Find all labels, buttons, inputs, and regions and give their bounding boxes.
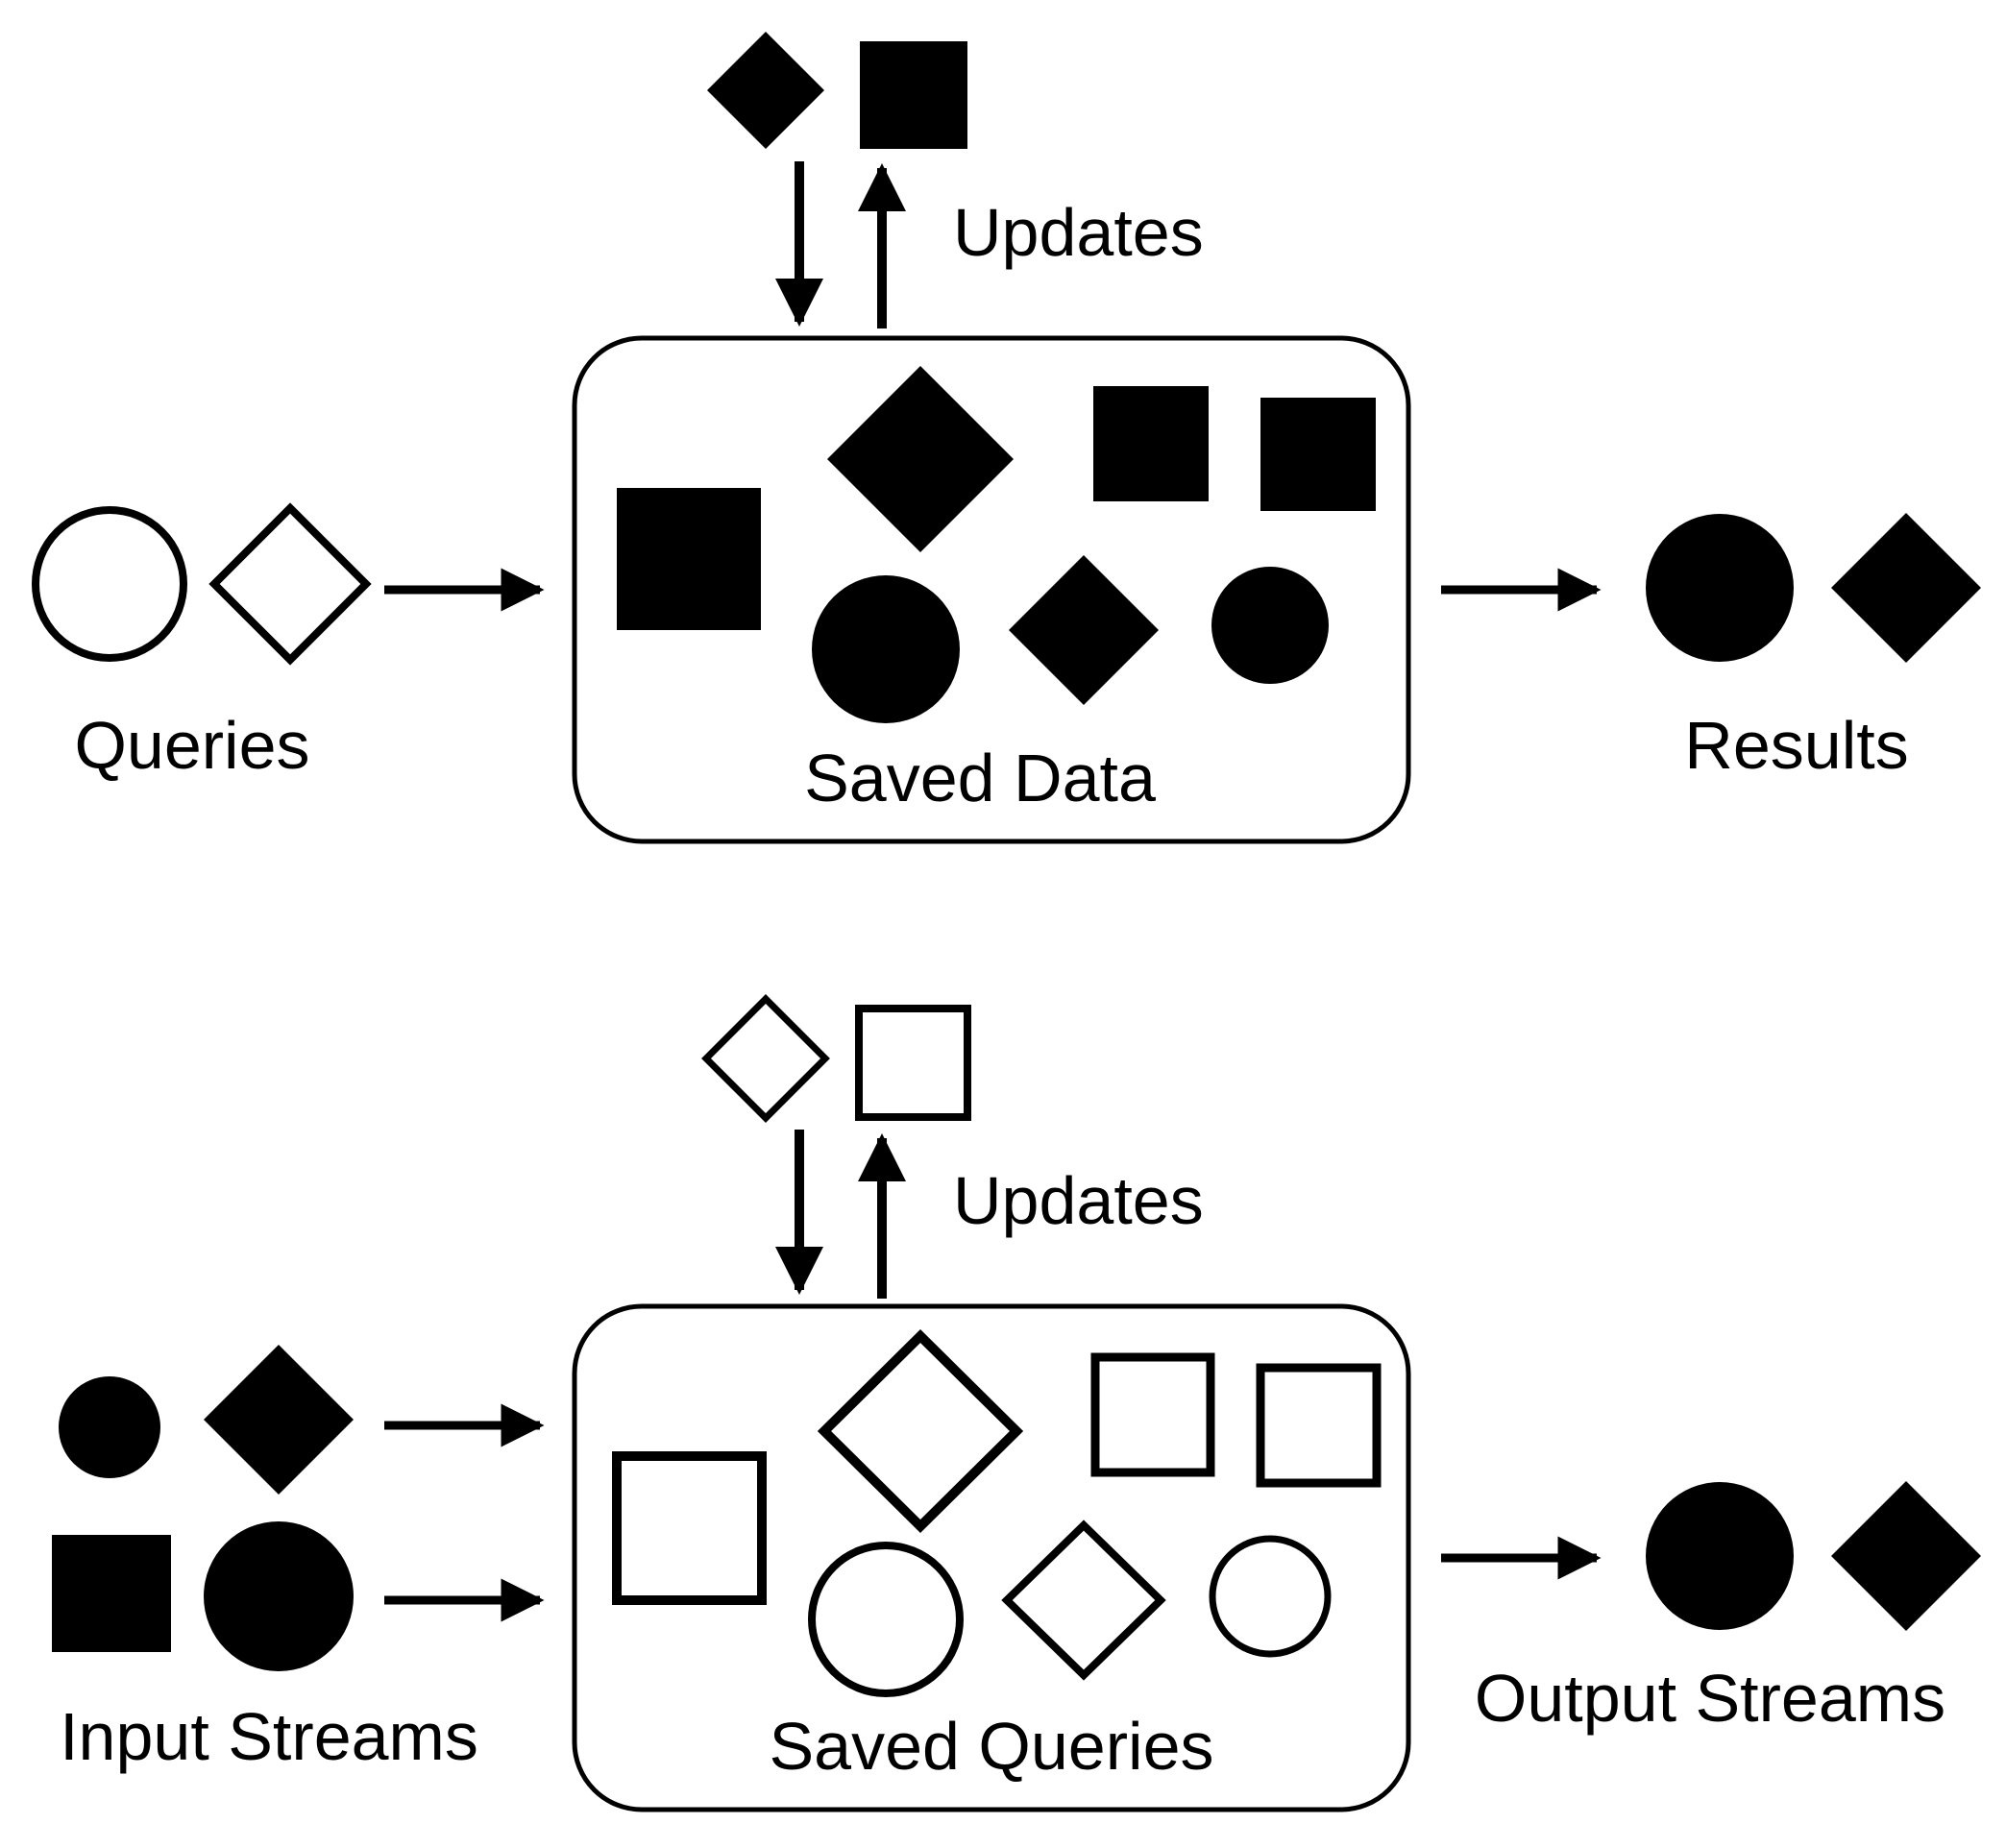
bottom-store-diamond-large bbox=[817, 1328, 1024, 1534]
bottom-output-label: Output Streams bbox=[1475, 1661, 1945, 1736]
bottom-input-label: Input Streams bbox=[60, 1699, 478, 1774]
top-store-square-2 bbox=[1260, 398, 1376, 511]
bottom-store-square-2 bbox=[1256, 1363, 1382, 1488]
top-store-circle-large bbox=[812, 575, 960, 723]
bottom-store-square-large bbox=[612, 1451, 767, 1605]
bottom-store-diamond-small bbox=[1001, 1520, 1166, 1681]
bottom-input-square bbox=[52, 1535, 171, 1652]
bottom-update-diamond bbox=[701, 994, 830, 1123]
top-store-circle-small bbox=[1211, 567, 1329, 684]
top-output-label: Results bbox=[1684, 708, 1908, 783]
top-input-label: Queries bbox=[74, 708, 309, 783]
top-update-diamond bbox=[707, 32, 824, 149]
top-updates-label: Updates bbox=[953, 195, 1204, 270]
bottom-store-circle-small bbox=[1209, 1535, 1332, 1658]
top-output-circle bbox=[1646, 514, 1794, 662]
top-panel: Updates Saved Data Queries Results bbox=[32, 32, 1981, 844]
bottom-input-circle-small bbox=[59, 1376, 160, 1478]
top-store-square-large bbox=[617, 488, 761, 630]
bottom-store-items bbox=[612, 1328, 1382, 1697]
bottom-input-circle-large bbox=[204, 1521, 354, 1671]
top-store-box bbox=[572, 335, 1411, 844]
bottom-store-circle-large bbox=[808, 1542, 964, 1697]
bottom-output-circle bbox=[1646, 1482, 1794, 1630]
bottom-panel: Updates Saved Queries Input Streams Ou bbox=[52, 994, 1981, 1812]
bottom-input-diamond bbox=[204, 1345, 354, 1495]
top-output-shapes bbox=[1646, 513, 1981, 663]
top-input-circle bbox=[32, 506, 187, 662]
bottom-input-shapes bbox=[52, 1345, 354, 1671]
top-update-square bbox=[860, 41, 967, 149]
top-input-shapes bbox=[32, 502, 372, 666]
top-store-items bbox=[617, 366, 1376, 723]
top-output-diamond bbox=[1831, 513, 1981, 663]
top-store-square-1 bbox=[1093, 386, 1209, 501]
top-input-diamond bbox=[208, 502, 372, 666]
bottom-output-shapes bbox=[1646, 1481, 1981, 1631]
bottom-updates-label: Updates bbox=[953, 1163, 1204, 1238]
bottom-store-box bbox=[572, 1303, 1411, 1812]
bottom-store-square-1 bbox=[1090, 1352, 1215, 1477]
top-store-label: Saved Data bbox=[804, 741, 1156, 815]
top-update-shapes bbox=[707, 32, 967, 149]
bottom-output-diamond bbox=[1831, 1481, 1981, 1631]
bottom-update-square bbox=[855, 1005, 971, 1121]
top-store-diamond-small bbox=[1009, 555, 1159, 705]
top-store-diamond-large bbox=[827, 366, 1014, 552]
bottom-update-shapes bbox=[701, 994, 971, 1123]
bottom-store-label: Saved Queries bbox=[769, 1709, 1213, 1784]
